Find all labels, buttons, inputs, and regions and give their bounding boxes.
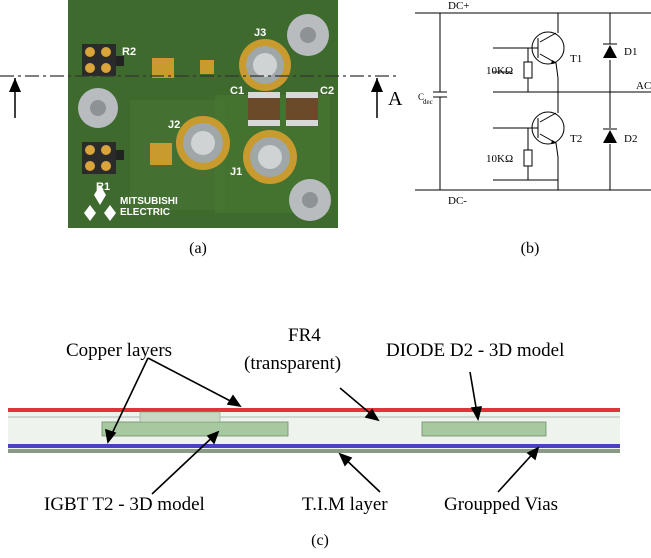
label-c2: C2	[320, 85, 334, 97]
label-t1: T1	[570, 53, 582, 65]
diode-d1-symbol	[603, 45, 617, 58]
gold-pad-t2	[150, 143, 172, 165]
caption-b: (b)	[520, 240, 540, 257]
logo-text-line1: MITSUBISHI	[120, 196, 178, 207]
j2-terminal	[176, 116, 230, 170]
panel-b: DC+ DC- AC C dec T1 T2 D1 D2 10KΩ 10KΩ (…	[400, 0, 651, 265]
gold-pad-d1	[200, 60, 214, 74]
mitsubishi-logo-icon	[84, 185, 116, 221]
label-cdec-sub: dec	[423, 98, 433, 106]
label-dc-plus: DC+	[448, 0, 469, 12]
pcb-board-image: MITSUBISHI ELECTRIC R2 R1 J3 C1 C2 J2 J1	[0, 0, 400, 228]
label-fr4: FR4	[288, 325, 321, 346]
label-fr4-transparent: (transparent)	[244, 353, 342, 374]
diode-d2-symbol	[603, 130, 617, 143]
j3-terminal	[239, 39, 291, 91]
copper-top-second	[8, 416, 620, 418]
c1-capacitor	[248, 92, 280, 126]
label-r-top: 10KΩ	[486, 65, 513, 77]
label-ac: AC	[636, 80, 651, 92]
label-d2: D2	[624, 133, 637, 145]
label-r-bottom: 10KΩ	[486, 153, 513, 165]
label-diode-d2: DIODE D2 - 3D model	[386, 340, 565, 361]
label-j2: J2	[168, 119, 180, 131]
r2-header	[82, 44, 124, 76]
label-d1: D1	[624, 46, 637, 58]
gold-pad-t1	[152, 58, 174, 78]
half-bridge-schematic: DC+ DC- AC C dec T1 T2 D1 D2 10KΩ 10KΩ	[415, 0, 651, 207]
igbt-top-die	[139, 411, 221, 423]
label-cdec-c: C	[418, 92, 424, 102]
cross-section-view	[8, 357, 620, 495]
caption-a: (a)	[189, 240, 207, 257]
screw-top-right	[287, 14, 329, 56]
caption-c: (c)	[311, 532, 329, 549]
igbt-t2-model	[101, 421, 289, 437]
label-r1: R1	[96, 181, 110, 193]
section-label: A	[388, 88, 403, 110]
tim-layer	[8, 449, 620, 453]
label-j3: J3	[254, 27, 266, 39]
label-dc-minus: DC-	[448, 195, 467, 207]
diode-d2-model	[421, 421, 547, 437]
label-tim-layer: T.I.M layer	[302, 494, 388, 515]
screw-left	[78, 88, 118, 128]
section-arrow-right	[371, 78, 383, 118]
panel-c: Copper layers FR4 (transparent) DIODE D2…	[0, 320, 651, 558]
label-igbt-t2: IGBT T2 - 3D model	[44, 494, 205, 515]
section-arrow-left	[9, 78, 21, 118]
r1-header	[82, 142, 124, 174]
label-groupped-vias: Groupped Vias	[444, 494, 559, 515]
label-r2: R2	[122, 46, 136, 58]
panel-a: MITSUBISHI ELECTRIC R2 R1 J3 C1 C2 J2 J1…	[0, 0, 403, 265]
label-copper-layers: Copper layers	[66, 340, 173, 361]
label-t2: T2	[570, 133, 582, 145]
label-c1: C1	[230, 85, 244, 97]
screw-bottom-right	[289, 179, 331, 221]
c2-capacitor	[286, 92, 318, 126]
copper-bottom-layer	[8, 444, 620, 448]
copper-top-layer	[8, 408, 620, 412]
label-j1: J1	[230, 166, 242, 178]
j1-terminal	[243, 130, 297, 184]
logo-text-line2: ELECTRIC	[120, 207, 170, 218]
